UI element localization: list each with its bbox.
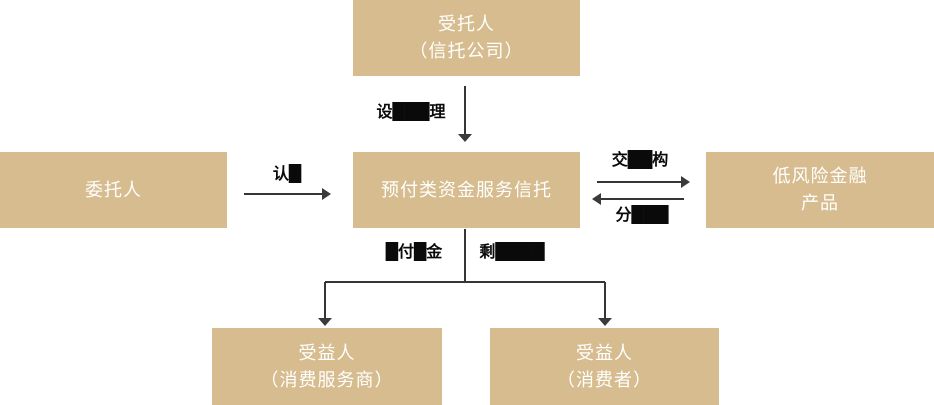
arrowhead-left-distribute	[592, 193, 601, 205]
node-product-line2: 产品	[801, 193, 839, 214]
arrowhead-down-manage	[458, 134, 472, 142]
node-trustee-line2: （信托公司）	[409, 41, 524, 62]
node-trust-line1: 预付类资金服务信托	[381, 179, 552, 201]
node-beneficiary-consumer-line1: 受益人	[576, 342, 633, 364]
arrowhead-right-invest	[681, 176, 690, 188]
arrowhead-down-redeem	[318, 318, 332, 326]
node-beneficiary-merchant-line1: 受益人	[298, 342, 356, 364]
arrowhead-down-residual	[598, 318, 612, 326]
node-beneficiary-consumer: 受益人 （消费者）	[490, 328, 719, 405]
edge-label-residual: 剩████	[479, 242, 545, 261]
node-trustee: 受托人 （信托公司）	[353, 0, 580, 76]
arrowhead-right-subscribe	[322, 188, 331, 200]
edge-label-invest: 交██构	[611, 150, 669, 169]
node-principal-line1: 委托人	[85, 179, 142, 201]
edge-label-redeem: █付█金	[385, 242, 443, 261]
edge-label-manage: 设███理	[376, 102, 446, 121]
node-product-line1: 低风险金融	[772, 166, 868, 187]
edge-label-distribute: 分███	[615, 205, 669, 224]
node-principal: 委托人	[0, 152, 227, 228]
node-product: 低风险金融 产品	[706, 152, 934, 228]
edge-label-subscribe: 认█	[272, 164, 302, 183]
node-trustee-line1: 受托人	[438, 14, 495, 35]
node-trust: 预付类资金服务信托	[353, 152, 580, 228]
node-beneficiary-merchant-line2: （消费服务商）	[260, 369, 394, 391]
node-beneficiary-consumer-line2: （消费者）	[557, 369, 652, 391]
node-beneficiary-merchant: 受益人 （消费服务商）	[212, 328, 442, 405]
